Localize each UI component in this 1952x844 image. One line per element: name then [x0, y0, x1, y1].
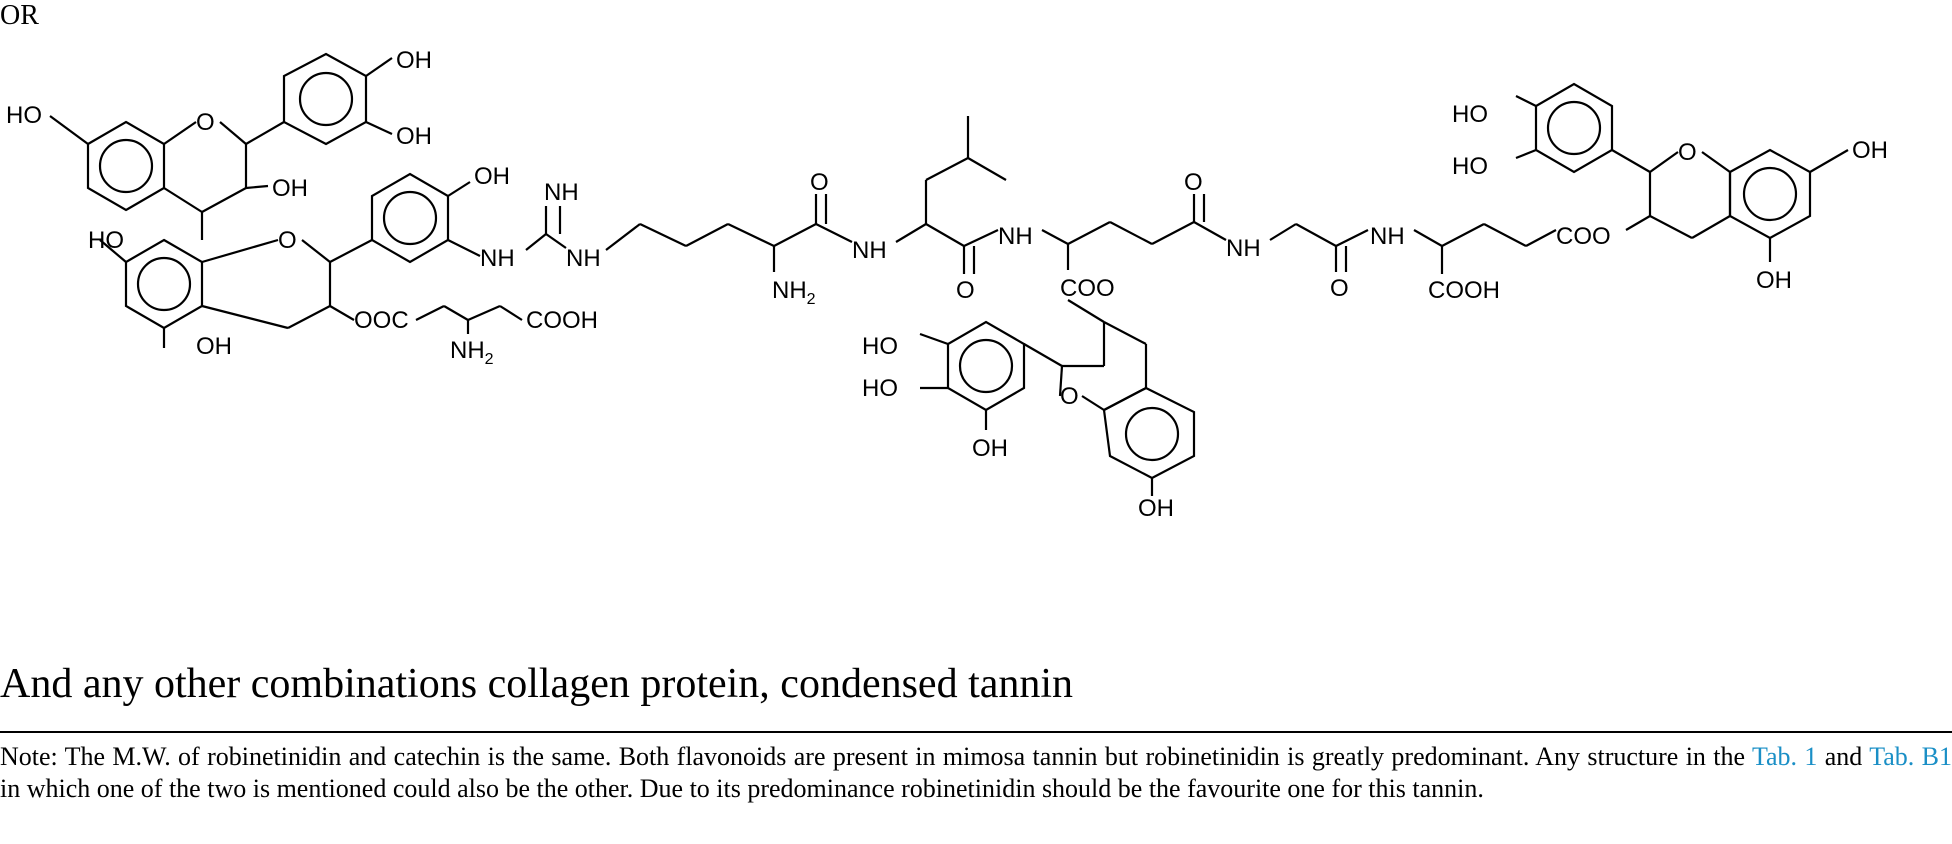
atom-label-oh: OH — [196, 333, 232, 360]
note-text: in which one of the two is mentioned cou… — [0, 774, 1484, 803]
atom-label-coo: COO — [1060, 275, 1115, 302]
atom-label-o: O — [1060, 383, 1079, 410]
atom-label-nh2: NH2 — [450, 337, 494, 368]
atom-label-nh: NH — [480, 245, 515, 272]
tab-1-link[interactable]: Tab. 1 — [1751, 742, 1818, 771]
table-footer-rule — [0, 731, 1952, 733]
atom-label-cooh: COOH — [1428, 277, 1500, 304]
atom-label-o: O — [956, 277, 975, 304]
atom-label-nh2: NH2 — [772, 277, 816, 308]
atom-label-ho: HO — [1452, 101, 1488, 128]
atom-label-ho: HO — [88, 227, 124, 254]
atom-label-nh: NH — [1370, 223, 1405, 250]
atom-label-ooc: OOC — [354, 307, 409, 334]
atom-label-oh: OH — [1756, 267, 1792, 294]
atom-label-o: O — [810, 169, 829, 196]
atom-label-o: O — [1678, 139, 1697, 166]
atom-label-cooh: COOH — [526, 307, 598, 334]
atom-label-nh: NH — [544, 179, 579, 206]
tab-b1-link[interactable]: Tab. B1 — [1869, 742, 1952, 771]
structure-bonds — [49, 52, 1849, 496]
atom-label-coo: COO — [1556, 223, 1611, 250]
atom-label-ho: HO — [862, 333, 898, 360]
atom-label-ho: HO — [6, 102, 42, 129]
atom-label-nh: NH — [1226, 235, 1261, 262]
structure-caption: And any other combinations collagen prot… — [0, 661, 1074, 707]
atom-label-o: O — [196, 109, 215, 136]
atom-label-o: O — [1184, 169, 1203, 196]
atom-label-oh: OH — [396, 123, 432, 150]
atom-label-oh: OH — [1852, 137, 1888, 164]
atom-label-oh: OH — [972, 435, 1008, 462]
atom-label-oh: OH — [1138, 495, 1174, 522]
atom-label-o: O — [278, 227, 297, 254]
atom-label-ho: HO — [1452, 153, 1488, 180]
atom-label-o: O — [1330, 275, 1349, 302]
atom-label-nh: NH — [566, 245, 601, 272]
atom-label-oh: OH — [272, 175, 308, 202]
or-label: OR — [0, 0, 39, 31]
atom-label-ho: HO — [862, 375, 898, 402]
atom-label-oh: OH — [474, 163, 510, 190]
tannin-collagen-structure: OH OH HO O OH HO O OH OH OOC COOH NH2 NH… — [6, 47, 1888, 522]
note-text: and — [1817, 742, 1870, 771]
table-note: Note: The M.W. of robinetinidin and cate… — [0, 741, 1952, 805]
note-text: Note: The M.W. of robinetinidin and cate… — [0, 742, 1752, 771]
atom-label-nh: NH — [998, 223, 1033, 250]
atom-label-oh: OH — [396, 47, 432, 74]
structure-atom-labels: OH OH HO O OH HO O OH OH OOC COOH NH2 NH… — [6, 47, 1888, 522]
atom-label-nh: NH — [852, 237, 887, 264]
